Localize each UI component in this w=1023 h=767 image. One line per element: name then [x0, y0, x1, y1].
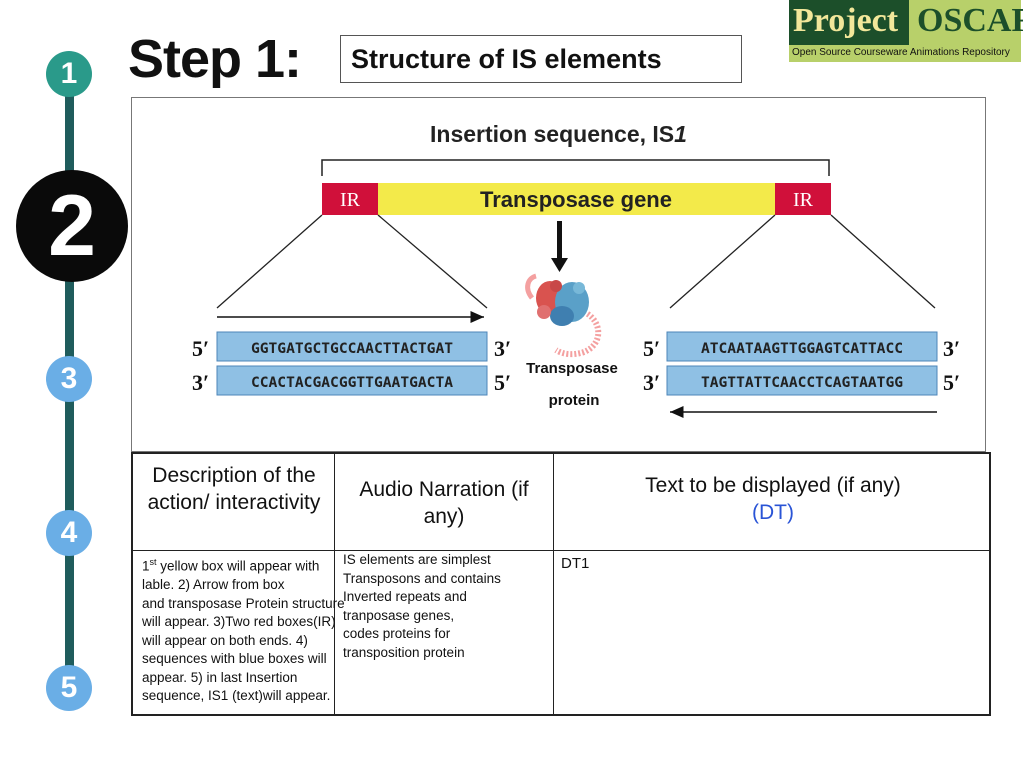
ir-label-left: IR	[340, 189, 361, 211]
ir-box-left	[322, 183, 378, 215]
ir-label-right: IR	[793, 189, 814, 211]
protein-label-line2: protein	[549, 392, 600, 409]
insertion-sequence-figure: Insertion sequence, IS1 IR IR Transposas…	[131, 97, 986, 452]
left-top-sequence: GGTGATGCTGCCAACTTACTGAT	[251, 340, 453, 357]
logo-banner: Project OSCAR	[789, 0, 1023, 45]
row-description-sup: st	[149, 557, 157, 567]
row-description-lead: 1	[142, 558, 150, 574]
right-top-5prime: 5′	[643, 336, 660, 361]
logo-word-project: Project	[793, 2, 899, 39]
header-text-display: Text to be displayed (if any) (DT)	[559, 472, 987, 526]
step-2-number: 2	[48, 177, 96, 274]
protein-label-line1: Transposase	[526, 360, 618, 377]
zoom-line-left-a	[216, 214, 323, 309]
left-top-seq-box	[216, 331, 488, 362]
right-bottom-seq-box	[666, 365, 938, 396]
step-4-number: 4	[60, 516, 78, 549]
row-description-text: yellow box will appear with lable. 2) Ar…	[142, 558, 345, 704]
page-title: Step 1:	[128, 29, 302, 89]
zoom-line-right-a	[669, 214, 776, 309]
is1-diagram: Insertion sequence, IS1 IR IR Transposas…	[192, 121, 960, 418]
column-divider-2	[553, 454, 554, 716]
project-oscar-logo[interactable]: Project OSCAR Open Source Courseware Ani…	[789, 0, 1023, 62]
header-audio-narration: Audio Narration (if any)	[359, 478, 529, 528]
column-divider-1	[334, 454, 335, 716]
right-top-3prime: 3′	[943, 336, 960, 361]
expression-arrow-head	[551, 258, 568, 272]
transposase-protein-structure	[525, 273, 602, 358]
zoom-line-right-b	[830, 214, 936, 309]
left-bottom-seq-box	[216, 365, 488, 396]
right-top-seq-box	[666, 331, 938, 362]
page-subtitle: Structure of IS elements	[340, 35, 742, 83]
left-bottom-sequence: CCACTACGACGGTTGAATGACTA	[251, 374, 453, 391]
step-2-marker[interactable]: 2	[16, 170, 128, 282]
row-audio-narration: IS elements are simplest Transposons and…	[343, 552, 501, 660]
left-bottom-5prime: 5′	[494, 370, 511, 395]
header-dt-note: (DT)	[752, 501, 794, 524]
figure-heading: Insertion sequence, IS1	[430, 121, 687, 147]
transposase-gene-bar	[322, 183, 830, 215]
transposase-gene-label: Transposase gene	[480, 187, 672, 212]
zoom-line-left-b	[377, 214, 488, 309]
header-row-divider	[133, 550, 989, 551]
step-1-number: 1	[60, 57, 78, 90]
left-top-3prime: 3′	[494, 336, 511, 361]
header-description: Description of the action/ interactivity	[147, 464, 321, 514]
ir-box-right	[775, 183, 831, 215]
logo-tagline: Open Source Courseware Animations Reposi…	[789, 45, 1021, 62]
step-5-marker[interactable]: 5	[46, 665, 92, 711]
is1-bracket	[321, 159, 830, 176]
left-bottom-3prime: 3′	[192, 370, 209, 395]
storyboard-table: Description of the action/ interactivity…	[131, 452, 991, 716]
row-text-display: DT1	[561, 555, 590, 572]
row-description: 1st yellow box will appear with lable. 2…	[142, 553, 347, 706]
right-bottom-sequence: TAGTTATTCAACCTCAGTAATGG	[701, 374, 903, 391]
left-top-5prime: 5′	[192, 336, 209, 361]
step-5-number: 5	[60, 671, 78, 704]
right-bottom-5prime: 5′	[943, 370, 960, 395]
step-3-number: 3	[60, 362, 78, 395]
right-bottom-3prime: 3′	[643, 370, 660, 395]
expression-arrow-shaft	[557, 221, 562, 261]
logo-oscar-panel	[909, 0, 1021, 45]
right-top-sequence: ATCAATAAGTTGGAGTCATTACC	[701, 340, 903, 357]
step-4-marker[interactable]: 4	[46, 510, 92, 556]
header-text-display-label: Text to be displayed (if any)	[645, 474, 901, 497]
logo-word-oscar: OSCAR	[917, 2, 1023, 39]
step-1-marker[interactable]: 1	[46, 51, 92, 97]
step-3-marker[interactable]: 3	[46, 356, 92, 402]
